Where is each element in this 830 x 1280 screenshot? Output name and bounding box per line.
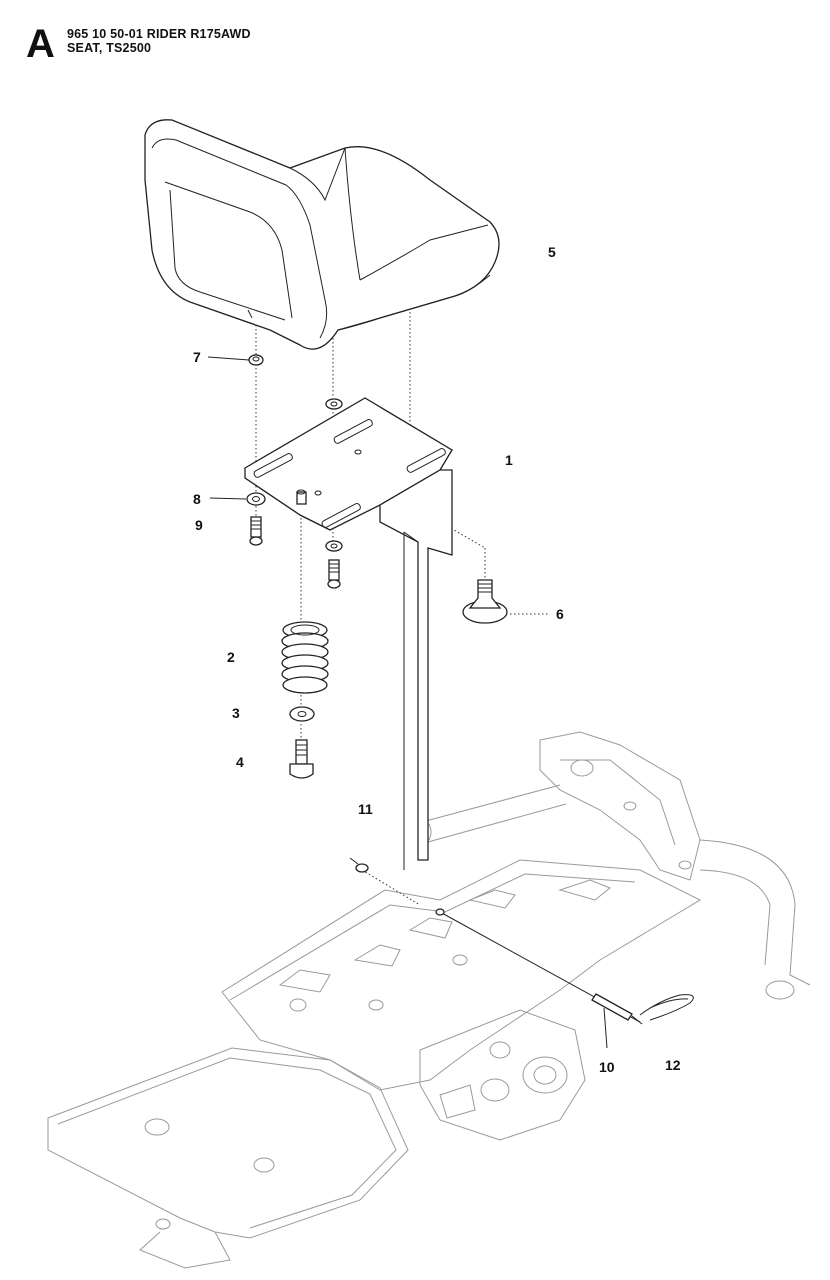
seat	[144, 119, 500, 350]
bolt-lower-center	[327, 559, 341, 589]
bolt-9	[249, 516, 263, 546]
callout-3: 3	[232, 705, 240, 721]
washer-3	[289, 706, 315, 722]
pin-10	[435, 908, 643, 1025]
callout-11: 11	[358, 801, 373, 817]
callout-10: 10	[599, 1059, 615, 1075]
leader-lines	[207, 356, 608, 1049]
washer-8	[246, 492, 266, 506]
hair-pin-12	[639, 994, 694, 1021]
callout-7: 7	[193, 349, 201, 365]
diagram-subtitle: SEAT, TS2500	[67, 41, 152, 55]
callout-8: 8	[193, 491, 201, 507]
washer-7	[248, 354, 264, 366]
nut-on-plate	[296, 489, 307, 505]
callout-1: 1	[505, 452, 513, 468]
callout-6: 6	[556, 606, 564, 622]
chassis-frame	[47, 731, 811, 1269]
washer-lower-center	[325, 540, 343, 552]
spring-2	[281, 621, 329, 694]
section-letter: A	[26, 22, 55, 66]
diagram-title: 965 10 50-01 RIDER R175AWD	[67, 27, 251, 41]
washer-top-center	[325, 398, 343, 410]
callout-4: 4	[236, 754, 244, 770]
knob-6	[462, 579, 508, 624]
e-clip-11	[349, 857, 369, 873]
callout-5: 5	[548, 244, 556, 260]
callout-numbers: 1 2 3 4 5 6 7 8 9 10 11 12	[193, 244, 681, 1075]
callout-12: 12	[665, 1057, 681, 1073]
bolt-4	[289, 739, 314, 779]
callout-9: 9	[195, 517, 203, 533]
callout-2: 2	[227, 649, 235, 665]
seat-plate	[244, 397, 453, 870]
